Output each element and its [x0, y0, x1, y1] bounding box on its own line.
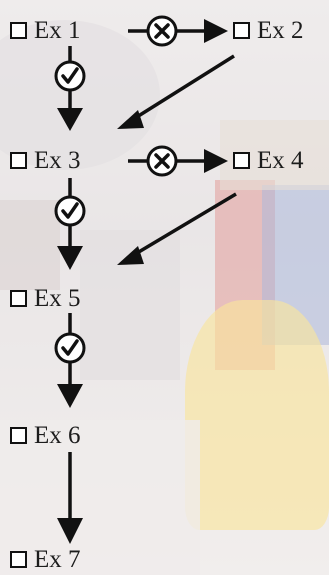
arrowhead-ex5-from-ex4 — [117, 246, 144, 265]
check-icon — [54, 332, 86, 364]
exercise-1[interactable]: Ex 1 — [10, 18, 81, 43]
check-icon — [54, 195, 86, 227]
check-icon — [54, 60, 86, 92]
exercise-3-label: Ex 3 — [34, 147, 81, 174]
exercise-4[interactable]: Ex 4 — [233, 148, 304, 173]
connector-ex4-ex5 — [131, 192, 237, 258]
checkbox-ex-4[interactable] — [233, 152, 250, 169]
arrowhead-ex3-from-ex2 — [117, 110, 144, 129]
exercise-2[interactable]: Ex 2 — [233, 18, 304, 43]
exercise-2-label: Ex 2 — [257, 17, 304, 44]
arrowhead-ex7 — [57, 518, 83, 544]
exercise-7[interactable]: Ex 7 — [10, 547, 81, 572]
arrowhead-ex3-from-ex1 — [57, 108, 83, 131]
arrowhead-ex2 — [204, 19, 228, 43]
exercise-3[interactable]: Ex 3 — [10, 148, 81, 173]
checkbox-ex-5[interactable] — [10, 290, 27, 307]
checkbox-ex-3[interactable] — [10, 152, 27, 169]
connector-ex2-ex3 — [131, 54, 235, 122]
exercise-1-label: Ex 1 — [34, 17, 81, 44]
arrowhead-ex4 — [204, 149, 228, 173]
x-icon — [146, 145, 178, 177]
exercise-6-label: Ex 6 — [34, 422, 81, 449]
exercise-7-label: Ex 7 — [34, 546, 81, 573]
checkbox-ex-7[interactable] — [10, 551, 27, 568]
exercise-5[interactable]: Ex 5 — [10, 286, 81, 311]
checkbox-ex-1[interactable] — [10, 22, 27, 39]
exercise-5-label: Ex 5 — [34, 285, 81, 312]
checkbox-ex-6[interactable] — [10, 427, 27, 444]
exercise-6[interactable]: Ex 6 — [10, 423, 81, 448]
x-icon — [146, 15, 178, 47]
arrowhead-ex6 — [57, 384, 83, 408]
exercise-4-label: Ex 4 — [257, 147, 304, 174]
arrowhead-ex5-from-ex3 — [57, 246, 83, 270]
checkbox-ex-2[interactable] — [233, 22, 250, 39]
